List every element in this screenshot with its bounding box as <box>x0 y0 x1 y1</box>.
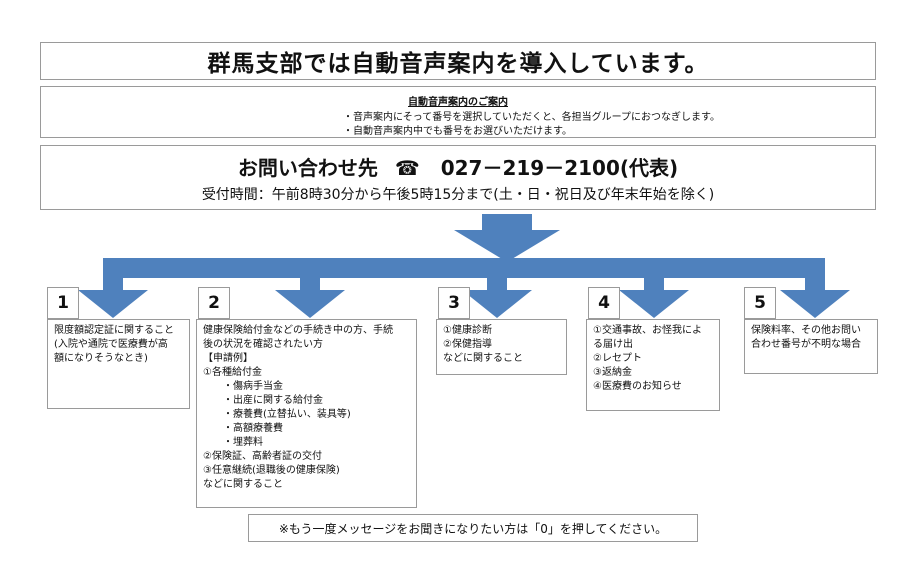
option-3-line: ①健康診断 <box>443 325 492 336</box>
option-number-4: 4 <box>588 287 620 319</box>
contact-label: お問い合わせ先 <box>237 156 378 180</box>
option-2-line: ・高額療養費 <box>203 423 283 434</box>
guide-heading: 自動音声案内のご案内 <box>408 97 508 108</box>
option-box-3: ①健康診断 ②保健指導 などに関すること <box>436 319 567 375</box>
contact-panel: お問い合わせ先 ☎ 027－219－2100(代表) 受付時間：午前8時30分か… <box>40 145 876 210</box>
page-title: 群馬支部では自動音声案内を導入しています。 <box>207 51 709 77</box>
option-2-line: 【申請例】 <box>203 353 253 364</box>
option-2-line: ③任意継続(退職後の健康保険) <box>203 465 340 476</box>
option-box-5: 保険料率、その他お問い 合わせ番号が不明な場合 <box>744 319 878 374</box>
option-number-1: 1 <box>47 287 79 319</box>
branch-arrow-1 <box>78 268 148 318</box>
option-2-line: ・埋葬料 <box>203 437 263 448</box>
option-1-line: 額になりそうなとき) <box>54 353 148 364</box>
guide-panel: 自動音声案内のご案内 ・音声案内にそって番号を選択していただくと、各担当グループ… <box>40 86 876 138</box>
option-3-line: などに関すること <box>443 353 523 364</box>
option-4-line: ②レセプト <box>593 353 642 364</box>
phone-number[interactable]: 027－219－2100(代表) <box>440 156 679 180</box>
option-4-line: ①交通事故、お怪我によ <box>593 325 702 336</box>
replay-note-text: ※もう一度メッセージをお聞きになりたい方は「0」を押してください。 <box>278 521 668 536</box>
option-5-line: 保険料率、その他お問い <box>751 325 861 336</box>
option-4-line: ④医療費のお知らせ <box>593 381 682 392</box>
option-2-line: ・傷病手当金 <box>203 381 283 392</box>
title-banner: 群馬支部では自動音声案内を導入しています。 <box>40 42 876 80</box>
option-2-line: ・療養費(立替払い、装具等) <box>203 409 351 420</box>
phone-icon: ☎ <box>394 156 420 180</box>
option-number-2: 2 <box>198 287 230 319</box>
branch-arrow-4 <box>619 268 689 318</box>
horizontal-bar <box>103 258 825 278</box>
branch-arrow-3 <box>462 268 532 318</box>
option-4-line: ③返納金 <box>593 367 632 378</box>
option-4-line: る届け出 <box>593 339 633 350</box>
business-hours: 受付時間：午前8時30分から午後5時15分まで(土・日・祝日及び年末年始を除く) <box>201 187 715 203</box>
option-5-line: 合わせ番号が不明な場合 <box>751 339 861 350</box>
option-2-line: 健康保険給付金などの手続き中の方、手続 <box>203 325 393 336</box>
option-2-line: などに関すること <box>203 479 283 490</box>
replay-note: ※もう一度メッセージをお聞きになりたい方は「0」を押してください。 <box>248 514 698 542</box>
contact-main-line: お問い合わせ先 ☎ 027－219－2100(代表) <box>41 152 875 181</box>
branch-arrow-2 <box>275 268 345 318</box>
branch-arrow-5 <box>780 268 850 318</box>
guide-line-2: ・自動音声案内中でも番号をお選びいただけます。 <box>343 126 572 137</box>
option-2-line: ①各種給付金 <box>203 367 262 378</box>
main-down-arrow <box>454 214 560 262</box>
option-box-1: 限度額認定証に関すること (入院や通院で医療費が高 額になりそうなとき) <box>47 319 190 409</box>
option-2-line: 後の状況を確認されたい方 <box>203 339 323 350</box>
option-number-5: 5 <box>744 287 776 319</box>
option-1-line: (入院や通院で医療費が高 <box>54 339 168 350</box>
option-number-3: 3 <box>438 287 470 319</box>
option-2-line: ・出産に関する給付金 <box>203 395 323 406</box>
option-box-2: 健康保険給付金などの手続き中の方、手続 後の状況を確認されたい方 【申請例】 ①… <box>196 319 417 508</box>
guide-line-1: ・音声案内にそって番号を選択していただくと、各担当グループにおつなぎします。 <box>343 112 720 123</box>
option-3-line: ②保健指導 <box>443 339 492 350</box>
option-1-line: 限度額認定証に関すること <box>54 325 174 336</box>
option-box-4: ①交通事故、お怪我によ る届け出 ②レセプト ③返納金 ④医療費のお知らせ <box>586 319 720 411</box>
option-2-line: ②保険証、高齢者証の交付 <box>203 451 322 462</box>
